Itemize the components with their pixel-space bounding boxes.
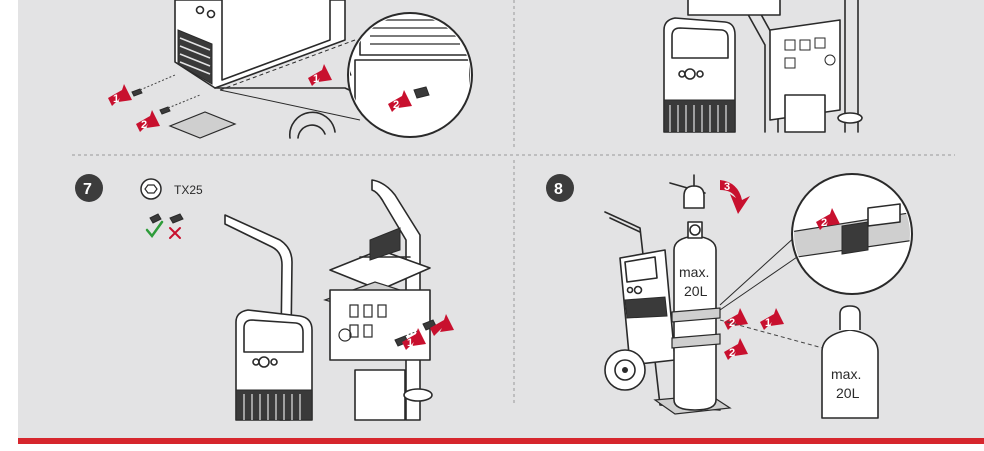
step-6-illustration: 1 2 1	[108, 0, 472, 140]
arrow-top-left-1: 1	[108, 84, 132, 106]
gas-cylinder-large	[674, 236, 716, 410]
arrow-zoom-1: 1	[308, 64, 332, 86]
cylinder-label-max: max.	[679, 264, 709, 280]
strap-zoom-circle: 2	[790, 174, 915, 294]
arrow-step8-3: 3	[720, 180, 750, 214]
arrow-step8-strap-1: 2	[724, 308, 748, 330]
arrow-step8-strap-2: 2	[724, 338, 748, 360]
screw-ok-icon	[147, 214, 162, 236]
svg-text:8: 8	[554, 181, 563, 198]
tool-label: TX25	[174, 183, 203, 197]
gas-cylinder-small: max. 20L	[822, 306, 878, 418]
svg-text:3: 3	[724, 181, 730, 193]
svg-text:2: 2	[821, 217, 827, 229]
step-6b-illustration	[664, 0, 862, 132]
svg-text:max.: max.	[831, 366, 861, 382]
arrow-top-left-2: 2	[136, 110, 160, 132]
screw-not-ok-icon	[170, 214, 183, 238]
svg-text:2: 2	[141, 119, 147, 131]
svg-text:1: 1	[313, 73, 319, 85]
cylinder-label-volume: 20L	[684, 283, 708, 299]
svg-text:2: 2	[729, 347, 735, 359]
step-7-badge: 7	[75, 174, 103, 202]
step-8-badge: 8	[546, 174, 574, 202]
torx-tx25-icon	[141, 179, 161, 199]
svg-text:1: 1	[765, 317, 771, 329]
svg-text:7: 7	[83, 181, 92, 198]
svg-text:1: 1	[113, 93, 119, 105]
svg-text:2: 2	[393, 99, 399, 111]
svg-text:1: 1	[407, 337, 413, 349]
step-7-illustration: 1	[225, 180, 454, 420]
svg-text:20L: 20L	[836, 385, 860, 401]
step-8-illustration: max. 20L 3 2 2 1	[605, 174, 915, 418]
arrow-step8-right-1: 1	[760, 308, 784, 330]
